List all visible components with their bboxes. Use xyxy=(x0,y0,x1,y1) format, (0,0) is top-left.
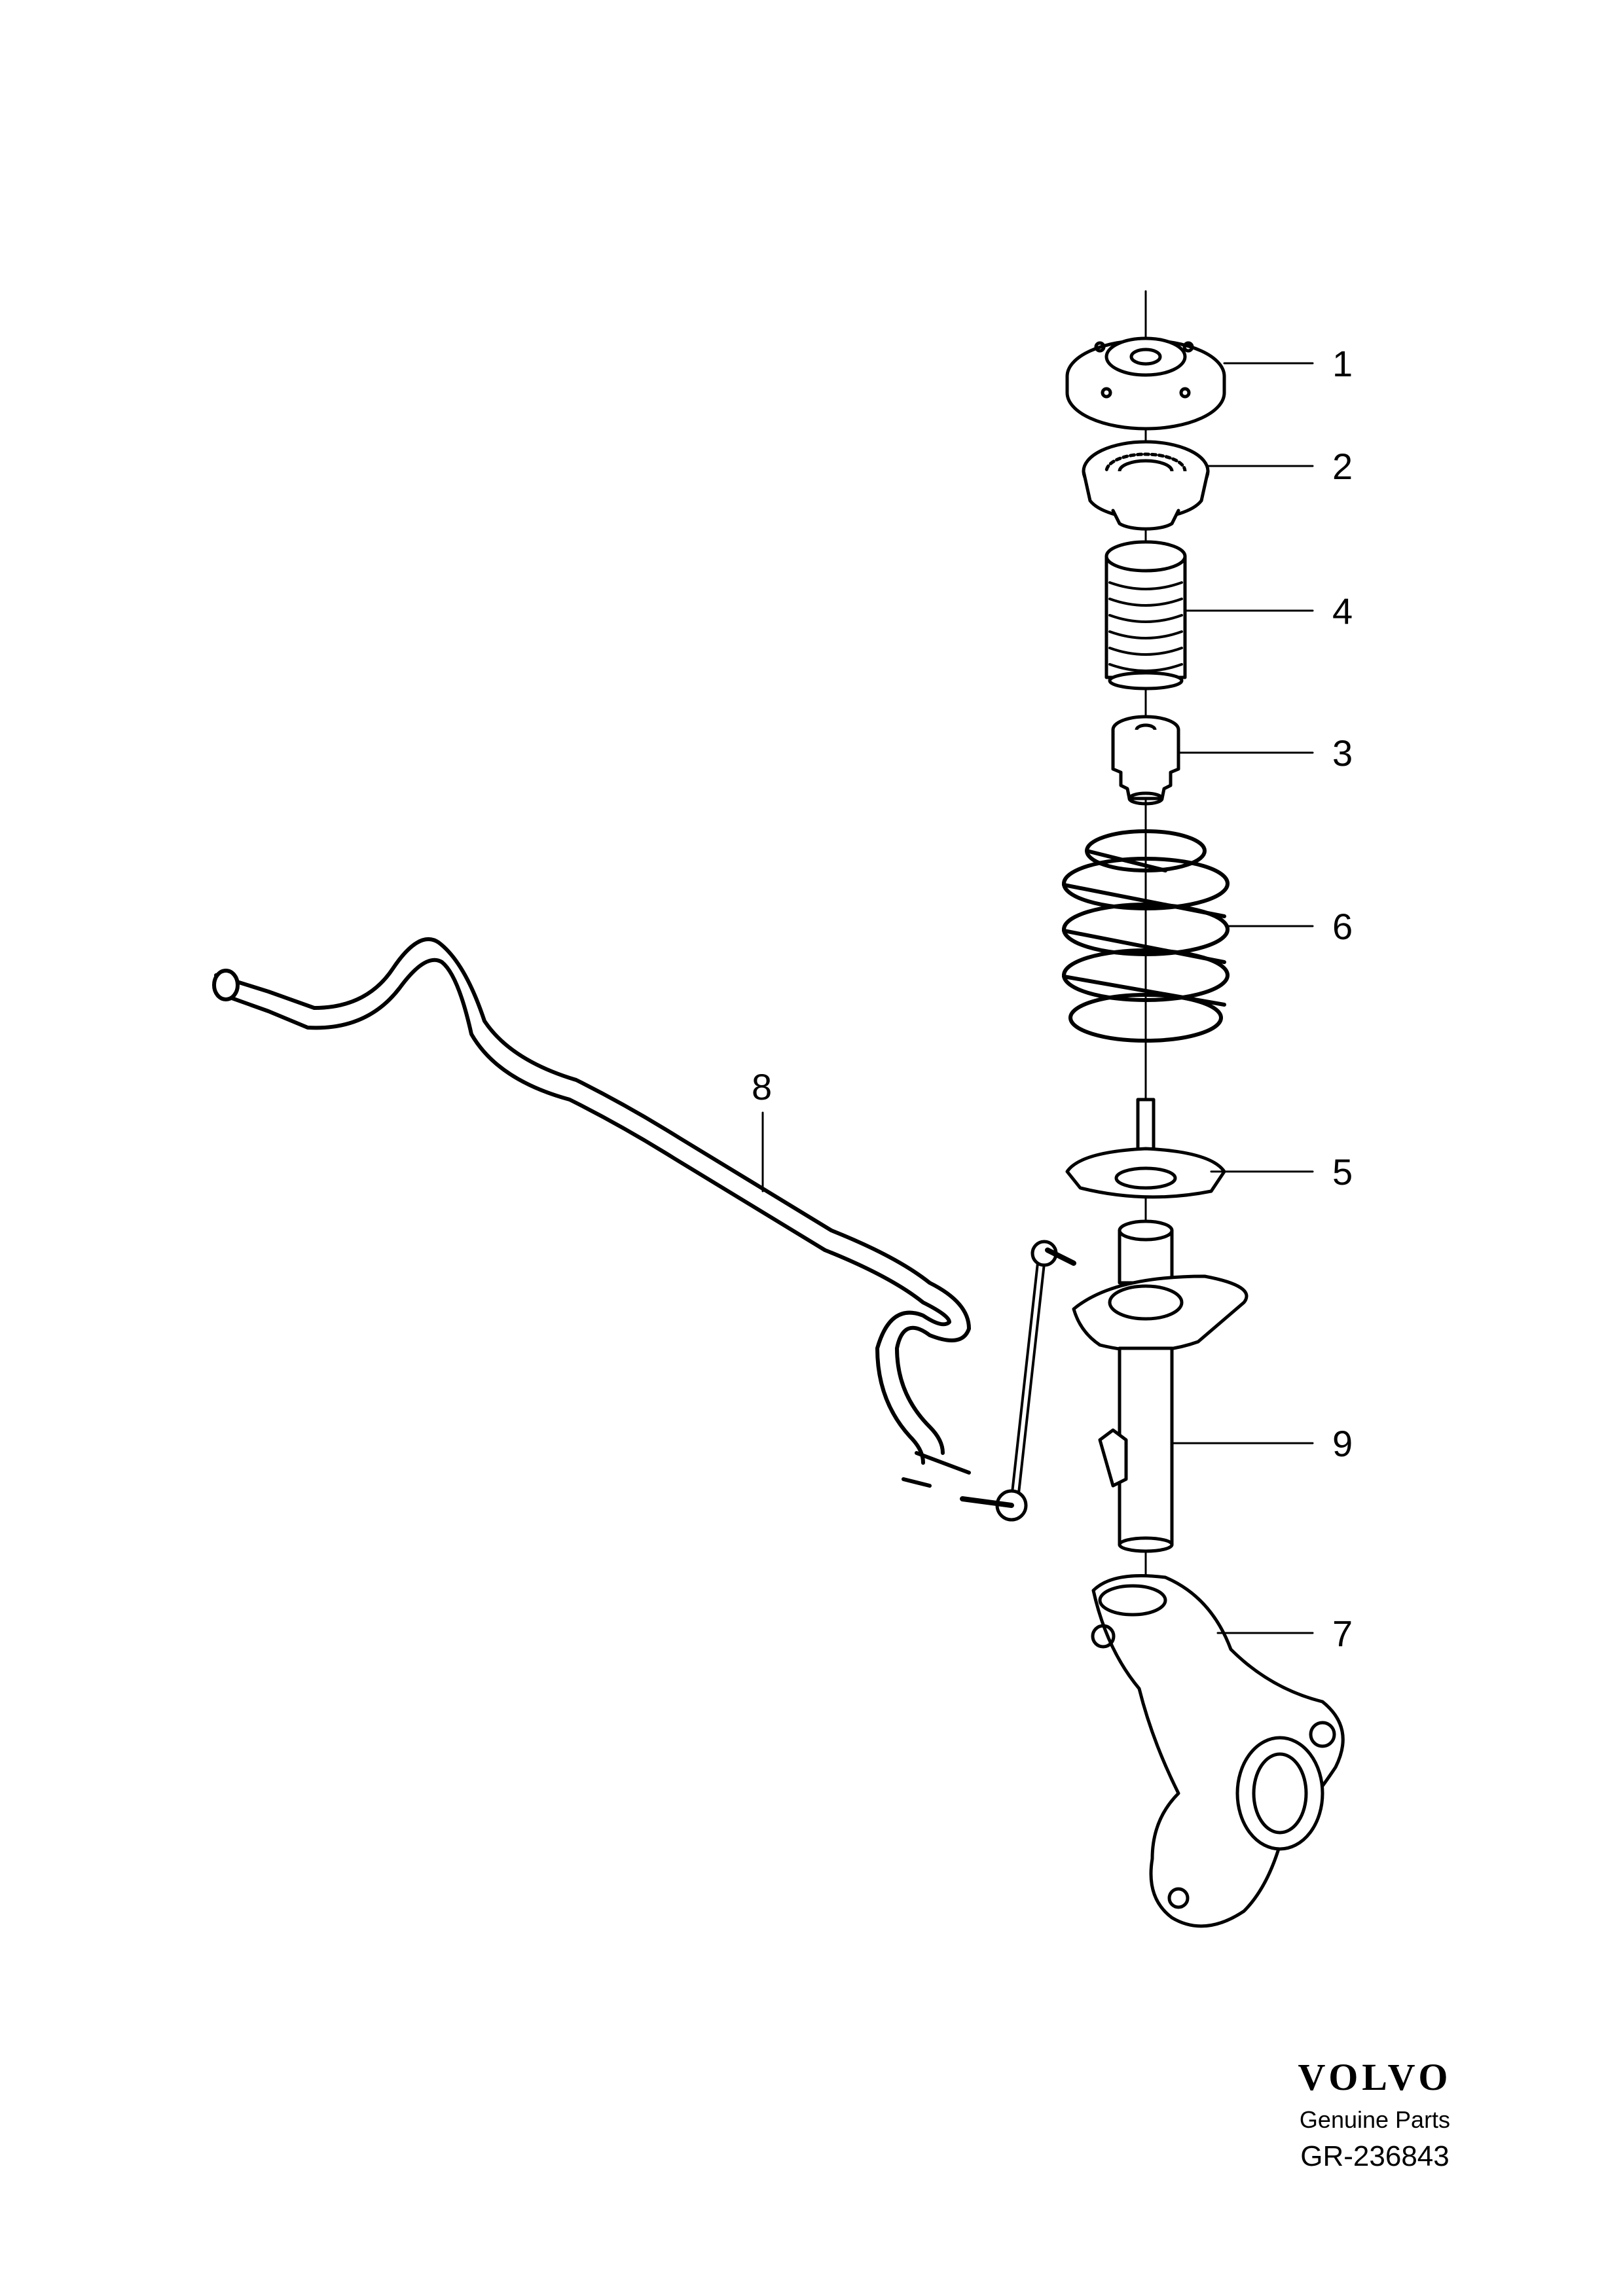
leader-lines xyxy=(761,362,1314,1634)
dust-boot-part xyxy=(1104,540,1187,691)
coil-spring-part xyxy=(1062,829,1230,1043)
callout-9: 9 xyxy=(1332,1423,1353,1464)
callout-5: 5 xyxy=(1332,1151,1353,1193)
anti-roll-bar-part xyxy=(212,937,971,1488)
top-mount-part xyxy=(1065,336,1226,431)
callout-2: 2 xyxy=(1332,446,1353,487)
callout-7: 7 xyxy=(1332,1613,1353,1654)
callout-8: 8 xyxy=(752,1066,772,1107)
brand-logo: VOLVO xyxy=(1298,2056,1452,2098)
brand-subtitle: Genuine Parts xyxy=(1299,2106,1451,2133)
callout-3: 3 xyxy=(1332,732,1353,774)
callout-4: 4 xyxy=(1332,590,1353,632)
steering-knuckle-part xyxy=(1091,1574,1345,1928)
callout-6: 6 xyxy=(1332,906,1353,947)
callout-1: 1 xyxy=(1332,343,1353,384)
bearing-part xyxy=(1082,440,1210,531)
drop-link-part xyxy=(960,1240,1076,1522)
bump-stop-part xyxy=(1111,715,1180,806)
diagram-reference: GR-236843 xyxy=(1300,2140,1450,2172)
lower-seat-part xyxy=(1065,1098,1226,1199)
strut-part xyxy=(1072,1219,1249,1553)
